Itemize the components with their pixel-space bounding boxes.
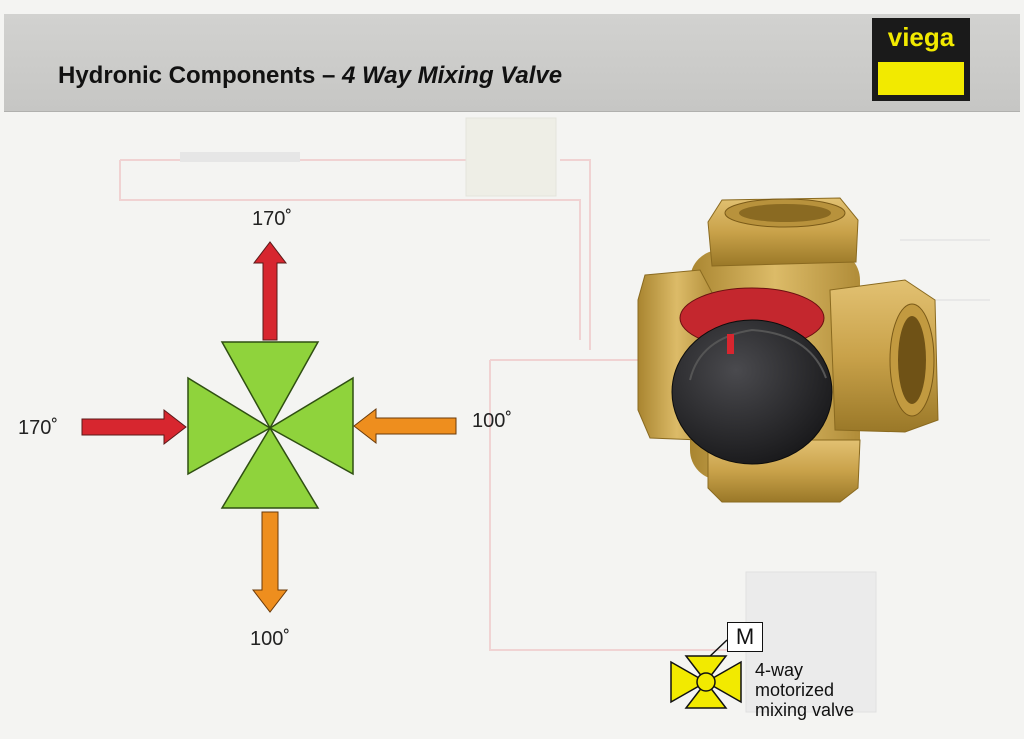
logo-text: viega [887,22,955,52]
logo-yellow-band [878,62,964,95]
legend-caption: 4-way motorized mixing valve [755,660,854,720]
page-title: Hydronic Components – 4 Way Mixing Valve [58,62,562,90]
valve-triangle-bottom [220,426,320,509]
inflow-cool-arrow [353,407,457,445]
valve-triangle-left [187,376,272,476]
motor-box: M [727,622,763,652]
symbol-triangle-right [704,660,742,704]
caption-line-1: 4-way [755,660,804,680]
label-right-temp: 100˚ [472,410,513,432]
title-main: Hydronic Components – [58,62,343,89]
symbol-center-circle [696,672,716,692]
outflow-hot-arrow [252,241,288,341]
label-left-temp: 170˚ [18,417,59,439]
outflow-cool-arrow [251,511,289,613]
label-bottom-temp: 100˚ [250,628,291,650]
valve-triangle-top [220,341,320,430]
label-top-temp: 170˚ [252,208,293,230]
caption-line-2: motorized [755,680,835,700]
viega-logo: viega [872,18,970,101]
symbol-triangle-top [684,655,728,684]
symbol-triangle-left [670,660,708,704]
caption-line-3: mixing valve [755,700,855,720]
valve-triangle-right [268,376,354,476]
symbol-triangle-bottom [684,680,728,709]
header-bar [4,14,1020,112]
title-italic: 4 Way Mixing Valve [342,62,563,89]
inflow-hot-arrow [81,408,187,446]
